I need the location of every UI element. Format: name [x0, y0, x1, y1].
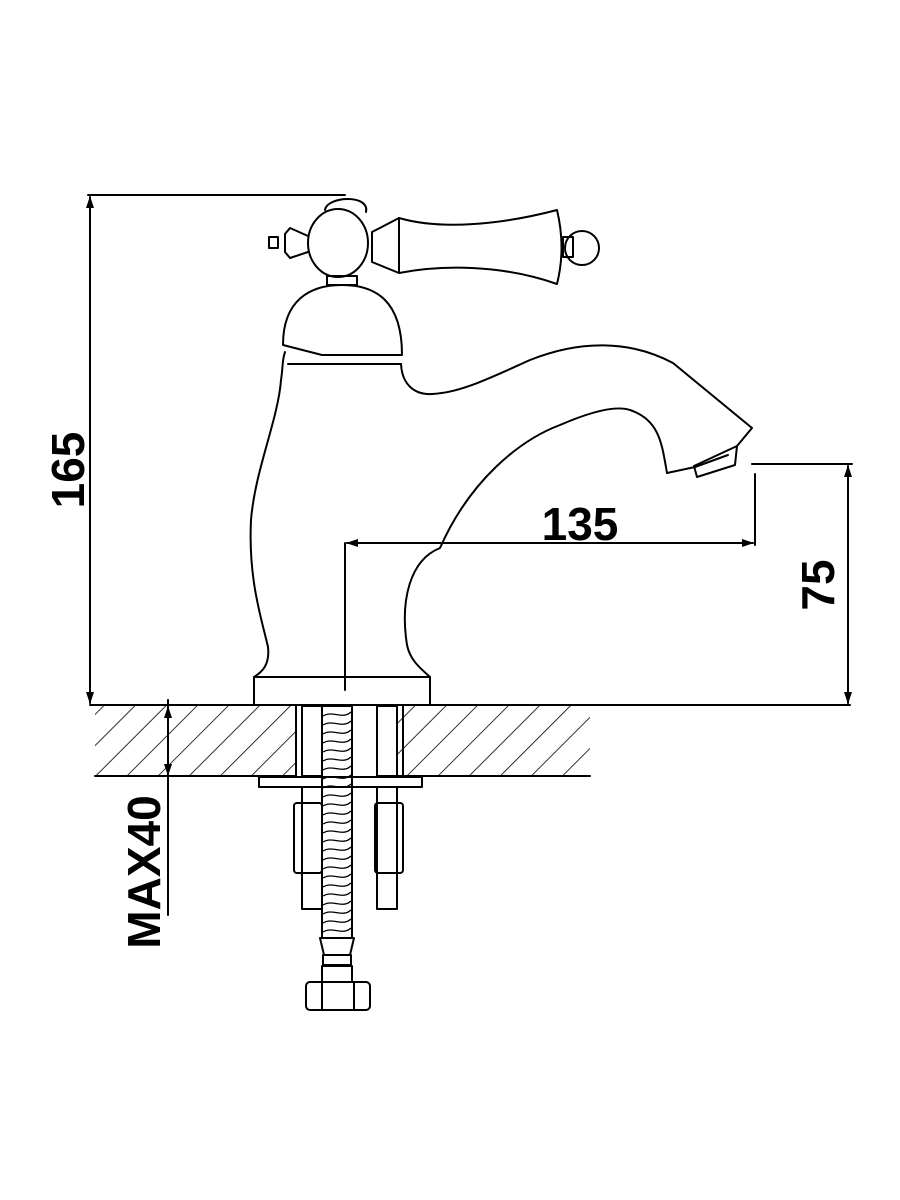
mounting-hardware [258, 705, 423, 1011]
handle [268, 198, 600, 356]
dim-label-max40: MAX40 [118, 795, 170, 948]
dimension-75 [751, 463, 853, 704]
dim-label-165: 165 [42, 432, 94, 509]
dim-label-135: 135 [542, 498, 619, 550]
dimension-165 [86, 194, 346, 704]
dim-label-75: 75 [792, 559, 844, 610]
countertop [89, 704, 851, 777]
dimension-135 [344, 473, 756, 691]
faucet-body [249, 344, 753, 706]
